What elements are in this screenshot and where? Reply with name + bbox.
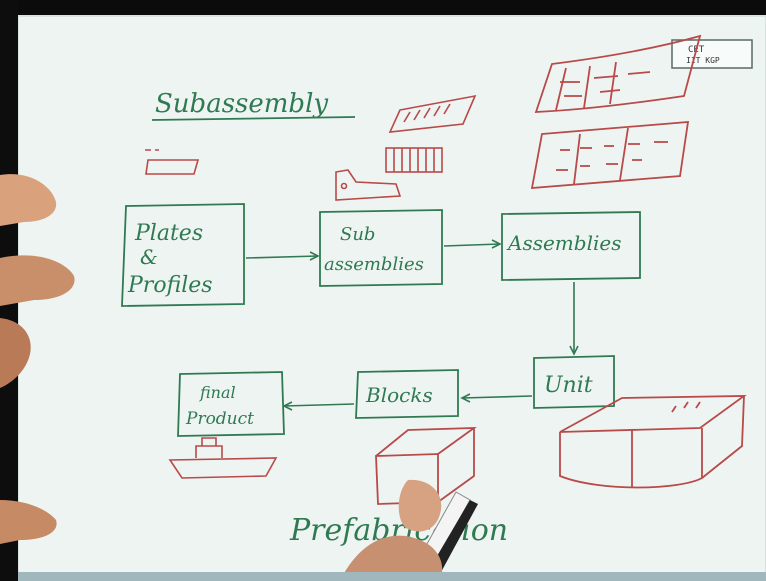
cet-logo: CET IIT KGP [671, 39, 753, 69]
arrow-plates-to-sub [245, 251, 320, 261]
box-blocks: Blocks [355, 369, 459, 419]
small-plate-sketches [145, 94, 477, 201]
box-final-product: final Product [177, 371, 285, 437]
box-unit: Unit [533, 355, 615, 409]
label-profiles: Profiles [127, 273, 213, 298]
label-plates: Plates [134, 221, 203, 246]
arrow-sub-to-assemblies [443, 239, 502, 249]
title-subassembly: Subassembly [155, 89, 328, 119]
label-assemblies: assemblies [324, 254, 424, 275]
label-final: final [199, 383, 236, 402]
box-assemblies: Assemblies [501, 211, 641, 281]
label-sub: Sub [340, 224, 375, 245]
arrow-assemblies-to-unit [569, 282, 579, 356]
pen-in-hand [340, 479, 478, 581]
box-plates-profiles: Plates & Profiles [121, 203, 245, 307]
label-assemblies-box: Assemblies [506, 231, 621, 255]
bottom-strip [18, 572, 766, 581]
label-product: Product [185, 409, 254, 429]
label-blocks: Blocks [365, 383, 433, 407]
arrow-blocks-to-product [282, 401, 355, 411]
shell-sketch-curved [534, 34, 702, 113]
logo-line-2: IIT KGP [686, 56, 720, 65]
arrow-unit-to-blocks [460, 393, 533, 403]
hand-fingers [0, 174, 75, 544]
unit-sketch [559, 395, 747, 489]
panel-sketch-flat [530, 121, 690, 189]
ship-sketch [168, 437, 278, 479]
box-sub-assemblies: Sub assemblies [319, 209, 443, 287]
label-ampersand: & [140, 245, 158, 269]
label-unit: Unit [544, 373, 593, 398]
